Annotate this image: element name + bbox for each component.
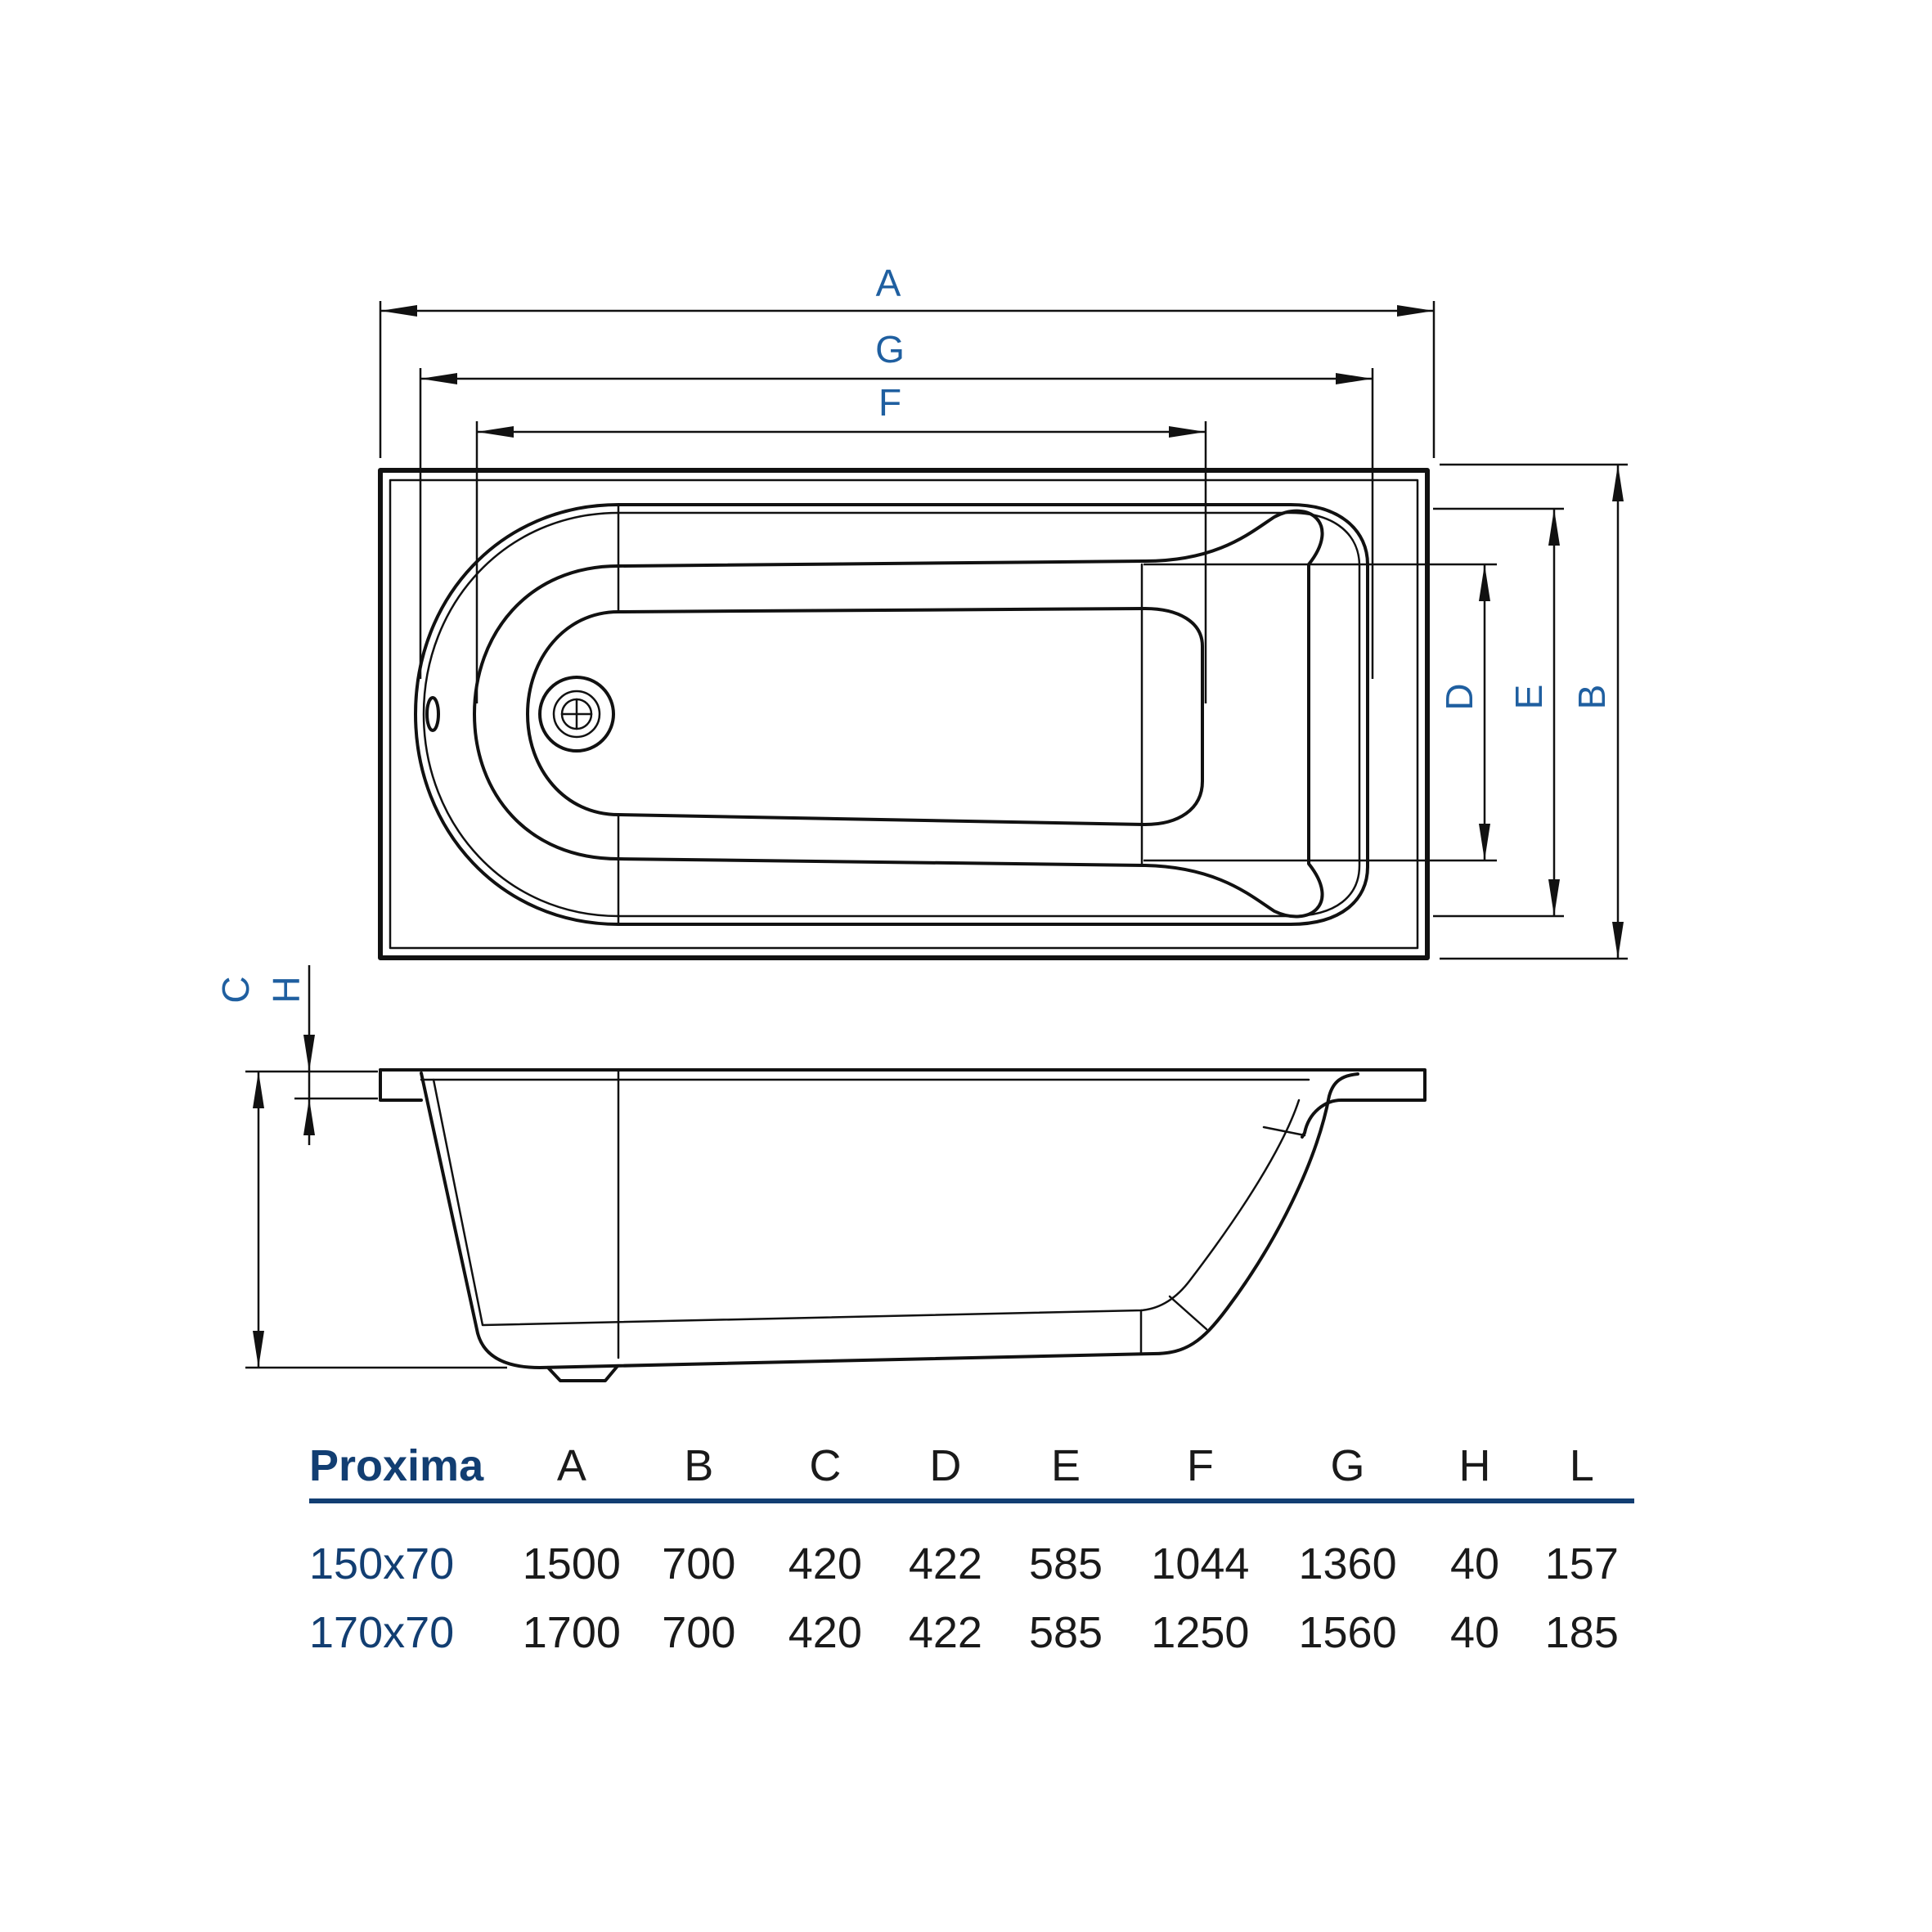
table-cell: 585	[1028, 1608, 1103, 1657]
table-header-b: B	[684, 1441, 714, 1490]
label-a: A	[876, 262, 901, 304]
table-cell: 185	[1544, 1608, 1619, 1657]
table-cell: 422	[908, 1608, 982, 1657]
tub-rim-inner	[389, 479, 1419, 950]
label-e: E	[1507, 685, 1550, 710]
dimension-b: B	[1440, 463, 1628, 960]
table-header-c: C	[809, 1441, 842, 1490]
table-header-l: L	[1569, 1441, 1594, 1490]
table-row: 150x70 1500 700 420 422 585 1044 1360 40…	[309, 1530, 1634, 1598]
label-d: D	[1438, 683, 1480, 710]
table-cell: 1500	[522, 1539, 621, 1588]
drain-ring	[552, 690, 601, 739]
dimension-c: C	[214, 976, 507, 1369]
top-view	[378, 468, 1430, 960]
table-header-a: A	[556, 1441, 586, 1490]
basin-outer-contour-inner	[422, 511, 1361, 918]
table-header-row: Proxima A B C D E F G H L	[309, 1433, 1634, 1503]
table-header-d: D	[929, 1441, 962, 1490]
dimension-d: D	[1143, 563, 1497, 862]
table-cell: 1560	[1298, 1608, 1397, 1657]
dimensions-table: Proxima A B C D E F G H L 150x70 1500 70…	[309, 1433, 1634, 1667]
table-cell: 585	[1028, 1539, 1103, 1588]
table-cell-model: 150x70	[309, 1539, 455, 1588]
table-header-e: E	[1050, 1441, 1081, 1490]
table-cell: 1250	[1151, 1608, 1250, 1657]
table-cell: 1700	[522, 1608, 621, 1657]
table-cell-model: 170x70	[309, 1608, 455, 1657]
table-cell: 420	[788, 1608, 862, 1657]
basin-step-contour	[473, 509, 1324, 919]
basin-outer-contour	[414, 503, 1369, 926]
table-row: 170x70 1700 700 420 422 585 1250 1560 40…	[309, 1598, 1634, 1667]
label-f: F	[878, 381, 901, 424]
side-shell-outer	[420, 1072, 1359, 1369]
table-cell: 700	[662, 1608, 736, 1657]
dimension-h: H	[265, 965, 378, 1145]
side-view	[379, 1068, 1427, 1382]
table-cell: 700	[662, 1539, 736, 1588]
dimension-g: G	[419, 328, 1374, 679]
label-b: B	[1570, 685, 1613, 710]
label-g: G	[875, 328, 905, 371]
dimension-f: F	[475, 381, 1207, 703]
table-cell: 422	[908, 1539, 982, 1588]
table-cell: 40	[1449, 1539, 1500, 1588]
drain-outer	[538, 676, 615, 753]
table-header-model: Proxima	[309, 1441, 484, 1490]
table-cell: 1044	[1151, 1539, 1250, 1588]
dimension-a: A	[379, 262, 1436, 458]
label-c: C	[214, 976, 257, 1003]
table-cell: 157	[1544, 1539, 1619, 1588]
side-shell-inner	[432, 1078, 1301, 1327]
table-cell: 420	[788, 1539, 862, 1588]
table-cell: 40	[1449, 1608, 1500, 1657]
side-rim	[379, 1068, 1427, 1139]
side-drain-foot	[546, 1364, 619, 1382]
basin-floor-contour	[526, 607, 1204, 826]
table-header-h: H	[1458, 1441, 1491, 1490]
label-h: H	[265, 976, 308, 1003]
dimension-e: E	[1433, 507, 1564, 918]
overflow-hole	[425, 696, 440, 732]
tub-rim-outer	[378, 468, 1430, 960]
table-cell: 1360	[1298, 1539, 1397, 1588]
table-header-g: G	[1330, 1441, 1365, 1490]
table-header-f: F	[1186, 1441, 1214, 1490]
